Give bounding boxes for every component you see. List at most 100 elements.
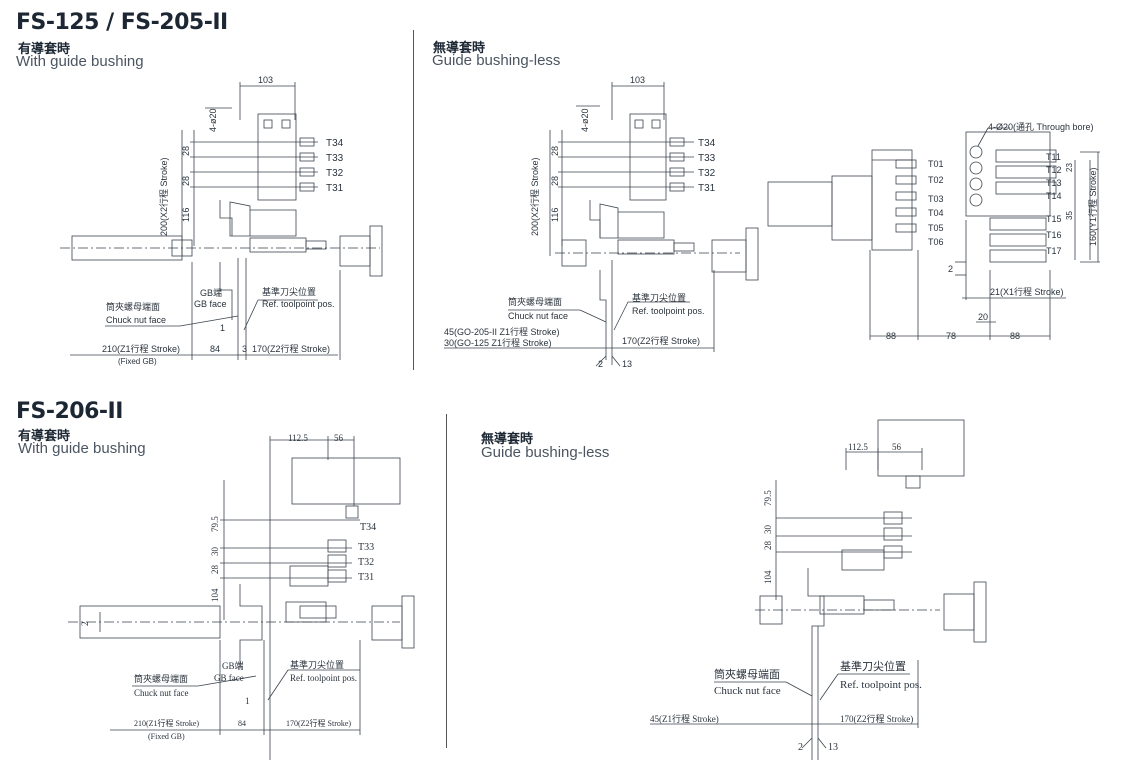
gb-face-en: GB face: [194, 299, 227, 309]
tool-t33-b: T33: [698, 153, 716, 164]
dim-go205: 45(GO-205-II Z1行程 Stroke): [444, 326, 560, 337]
tool-t14: T14: [1046, 191, 1062, 201]
dim-28-e: 28: [210, 565, 220, 575]
dim-3: 3: [242, 344, 247, 354]
tool-t34: T34: [326, 138, 344, 149]
dim-30: 30: [210, 547, 220, 557]
dim-88-a: 88: [886, 331, 896, 341]
ref-pos-cn-d: 基準刀尖位置: [840, 659, 906, 673]
chuck-face-en-b: Chuck nut face: [508, 311, 568, 321]
dim-112-5-b: 112.5: [848, 442, 868, 452]
heading-with-guide-bushing-en: With guide bushing: [16, 53, 144, 70]
tool-t04: T04: [928, 208, 944, 218]
dim-z2-stroke-c: 170(Z2行程 Stroke): [286, 718, 351, 728]
tool-t32-b: T32: [698, 168, 716, 179]
drawing-gang-tool-post: [767, 127, 1100, 340]
dim-88-b: 88: [1010, 331, 1020, 341]
tool-t33-c: T33: [358, 542, 374, 553]
dim-13-e: 13: [828, 742, 838, 753]
tool-t33: T33: [326, 153, 344, 164]
ref-pos-cn: 基準刀尖位置: [262, 286, 316, 297]
tool-t31: T31: [326, 183, 344, 194]
gb-face-en-c: GB face: [214, 673, 244, 683]
tool-t31-b: T31: [698, 183, 716, 194]
tool-t31-c: T31: [358, 572, 374, 583]
dim-1: 1: [220, 323, 225, 333]
dim-116-b: 116: [550, 208, 560, 222]
tool-t11: T11: [1046, 152, 1061, 162]
section-divider-bottom: [446, 414, 447, 748]
dim-103-b: 103: [630, 75, 645, 85]
tool-t13: T13: [1046, 178, 1062, 188]
model-title-fs206: FS-206-II: [16, 399, 123, 424]
dim-4o20-b: 4-ø20: [580, 108, 590, 132]
dim-z2-stroke: 170(Z2行程 Stroke): [252, 343, 330, 354]
dim-104-b: 104: [763, 570, 773, 584]
dim-z2-stroke-b: 170(Z2行程 Stroke): [622, 335, 700, 346]
dim-z1-stroke: 210(Z1行程 Stroke): [102, 343, 180, 354]
dim-go125: 30(GO-125 Z1行程 Stroke): [444, 337, 552, 348]
gb-face-cn: GB端: [200, 287, 222, 298]
dim-z1-stroke-c: 210(Z1行程 Stroke): [134, 718, 199, 728]
dim-13: 13: [622, 359, 632, 369]
tool-t01: T01: [928, 159, 944, 169]
tool-t06: T06: [928, 237, 944, 247]
dim-28-d: 28: [550, 176, 560, 186]
tool-t03: T03: [928, 194, 944, 204]
dim-56: 56: [334, 433, 344, 443]
dim-79-5: 79.5: [210, 516, 220, 532]
dim-fixed-gb: (Fixed GB): [118, 357, 157, 366]
tool-t34-c: T34: [360, 522, 376, 533]
dim-fixed-gb-c: (Fixed GB): [148, 732, 185, 741]
heading-with-guide-bushing-cn: 有導套時: [18, 42, 71, 57]
drawing-fs206-bushing-less: [650, 419, 987, 760]
ref-pos-en-c: Ref. toolpoint pos.: [290, 673, 357, 683]
dim-35: 35: [1065, 211, 1074, 220]
tool-t34-b: T34: [698, 138, 716, 149]
ref-pos-en-b: Ref. toolpoint pos.: [632, 306, 705, 316]
tool-t05: T05: [928, 223, 944, 233]
tool-t32: T32: [326, 168, 344, 179]
dim-23-a: 23: [1065, 163, 1074, 172]
dim-z1-45: 45(Z1行程 Stroke): [650, 713, 719, 724]
heading-206-bushing-less-en: Guide bushing-less: [481, 444, 610, 461]
tool-t12: T12: [1046, 165, 1062, 175]
dim-28-c: 28: [550, 146, 560, 156]
chuck-face-cn-c: 筒夾螺母端面: [134, 673, 188, 684]
dim-28-a: 28: [181, 146, 191, 156]
dim-z2-stroke-d: 170(Z2行程 Stroke): [840, 713, 913, 724]
dim-78: 78: [946, 331, 956, 341]
dim-x1-stroke: 21(X1行程 Stroke): [990, 286, 1064, 297]
tool-t32-c: T32: [358, 557, 374, 568]
dim-2: 2: [598, 359, 603, 369]
tool-t17: T17: [1046, 246, 1062, 256]
dim-20: 20: [978, 312, 988, 322]
dim-y1-stroke: 160(Y1行程 Stroke): [1087, 167, 1098, 246]
drawing-fs125-guide-bushing: [60, 82, 383, 360]
ref-pos-cn-b: 基準刀尖位置: [632, 292, 686, 303]
dim-28-f: 28: [763, 541, 773, 551]
dim-56-b: 56: [892, 442, 902, 452]
dim-2-c: 2: [948, 264, 953, 274]
dim-2-e: 2: [798, 742, 803, 753]
dim-2-d: 2: [80, 622, 90, 627]
tool-t15: T15: [1046, 214, 1062, 224]
chuck-face-cn: 筒夾螺母端面: [106, 301, 160, 312]
dim-x2-stroke-b: 200(X2行程 Stroke): [529, 157, 540, 236]
chuck-face-en-c: Chuck nut face: [134, 688, 188, 698]
dim-112-5: 112.5: [288, 433, 308, 443]
dim-79-5-b: 79.5: [763, 490, 773, 506]
ref-pos-en-d: Ref. toolpoint pos.: [840, 679, 922, 691]
tool-t16: T16: [1046, 230, 1062, 240]
section-divider-top: [413, 30, 414, 370]
heading-206-with-guide-bushing-cn: 有導套時: [18, 429, 71, 444]
dim-104: 104: [210, 588, 220, 602]
chuck-face-en: Chuck nut face: [106, 315, 166, 325]
drawing-fs125-bushing-less: [444, 82, 759, 367]
heading-bushing-less-cn: 無導套時: [433, 41, 486, 56]
ref-pos-en: Ref. toolpoint pos.: [262, 299, 335, 309]
dim-28-b: 28: [181, 176, 191, 186]
heading-206-bushing-less-cn: 無導套時: [481, 432, 534, 447]
chuck-face-cn-d: 筒夾螺母端面: [714, 667, 780, 681]
